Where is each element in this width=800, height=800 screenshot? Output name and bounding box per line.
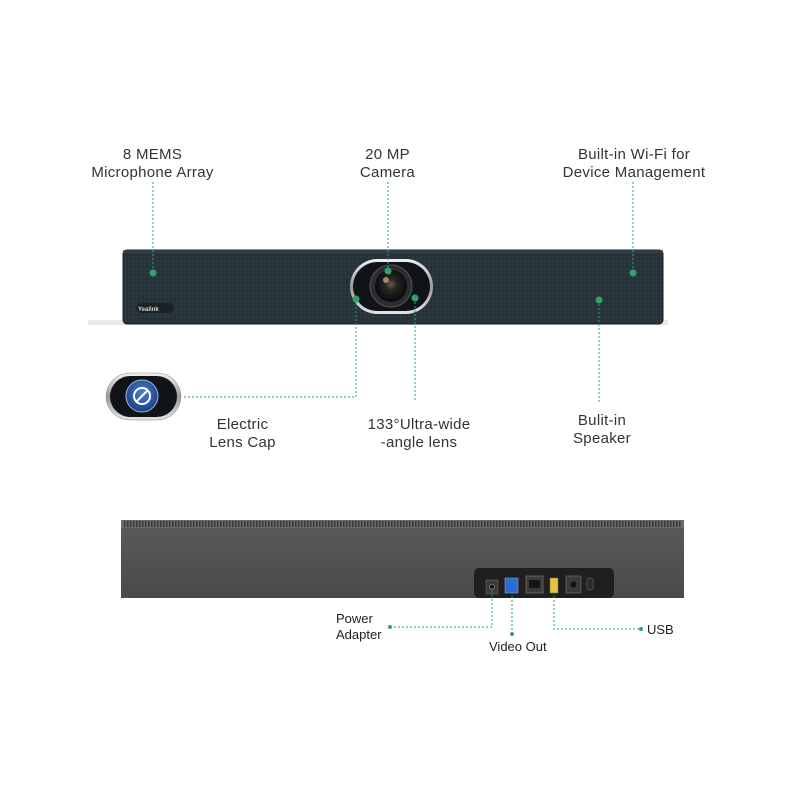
callout-mics-line2: Microphone Array [91, 164, 214, 181]
callout-wifi-line1: Built-in Wi-Fi for [577, 146, 691, 163]
callout-lens-line2: -angle lens [380, 434, 458, 451]
callout-mics-line1: 8 MEMS [122, 146, 183, 163]
port-label-power: Power Adapter [336, 611, 396, 643]
dot-lens-cap [352, 295, 360, 303]
callout-dots [149, 267, 643, 636]
port-label-video: Video Out [489, 639, 559, 655]
leader-lines [152, 182, 641, 634]
callout-speaker-line1: Bulit-in [577, 412, 627, 429]
reset-button [586, 577, 594, 591]
port-label-power-line2: Adapter [336, 627, 382, 642]
dot-video [510, 632, 514, 636]
soundbar-rear [121, 520, 684, 598]
callout-lens-line1: 133°Ultra-wide [367, 416, 471, 433]
dot-lens [411, 294, 419, 302]
callout-lens: 133°Ultra-wide -angle lens [350, 416, 488, 452]
dot-camera [384, 267, 392, 275]
lens-cap-illustration [105, 372, 182, 421]
camera-module [350, 259, 433, 314]
dot-usb [639, 627, 643, 631]
port-label-video-text: Video Out [489, 639, 547, 654]
callout-camera: 20 MP Camera [330, 146, 445, 182]
dot-speaker [595, 296, 603, 304]
callout-wifi-line2: Device Management [562, 164, 706, 181]
leader-usb [553, 592, 641, 630]
dot-power [388, 625, 392, 629]
rear-vent-grille [124, 521, 681, 527]
brand-badge [136, 303, 174, 313]
video-out-port [504, 577, 519, 594]
port-label-usb: USB [647, 622, 687, 638]
callout-wifi: Built-in Wi-Fi for Device Management [545, 146, 723, 182]
callout-lens-cap: Electric Lens Cap [190, 416, 295, 452]
callout-lens-cap-line1: Electric [216, 416, 269, 433]
dot-mics [149, 269, 157, 277]
callout-speaker: Bulit-in Speaker [558, 412, 646, 448]
callout-camera-line1: 20 MP [365, 146, 410, 163]
soundbar-front: Yealink [88, 249, 668, 325]
usb-port [549, 577, 559, 594]
callout-speaker-line2: Speaker [573, 430, 631, 447]
port-label-power-line1: Power [336, 611, 373, 626]
port-label-usb-text: USB [647, 622, 674, 637]
brand-logo: Yealink [138, 307, 159, 313]
leader-power [390, 588, 493, 628]
leader-lens-cap [183, 299, 357, 398]
callout-lens-cap-line2: Lens Cap [209, 434, 276, 451]
no-camera-icon [133, 387, 151, 405]
callout-mics: 8 MEMS Microphone Array [70, 146, 235, 182]
callout-camera-line2: Camera [359, 164, 416, 181]
dot-wifi [629, 269, 637, 277]
